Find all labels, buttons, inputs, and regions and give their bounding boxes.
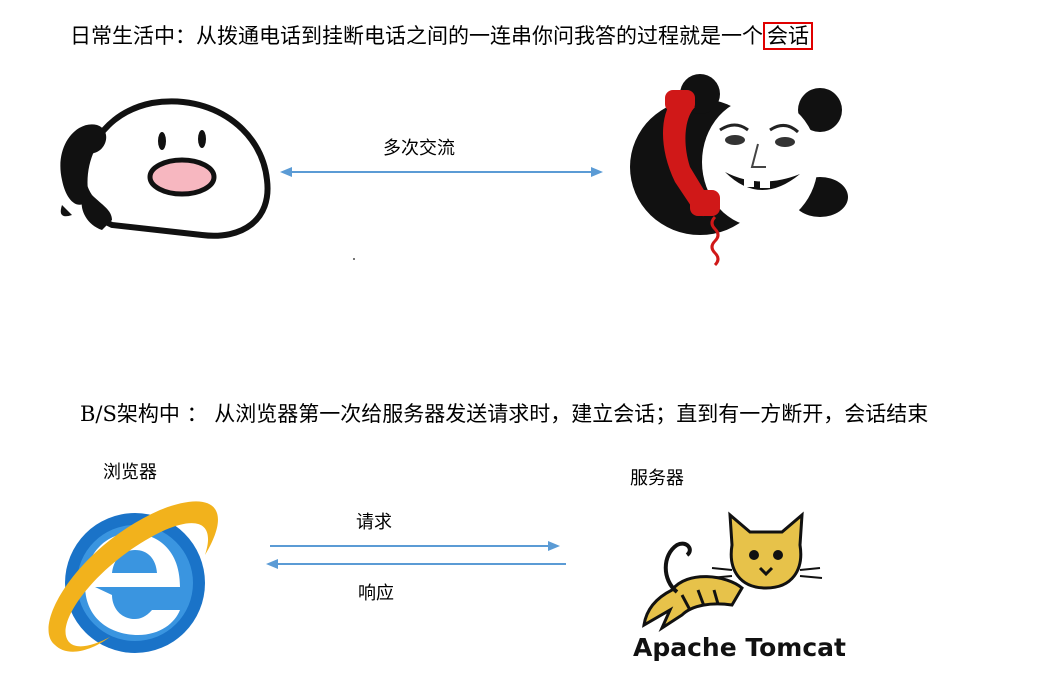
apache-tomcat-icon xyxy=(642,511,823,633)
stray-dot xyxy=(353,258,355,260)
exchange-double-arrow xyxy=(280,167,603,177)
caller-left-icon xyxy=(60,98,271,239)
top-sentence-text: 日常生活中：从拨通电话到挂断电话之间的一连串你问我答的过程就是一个 xyxy=(70,24,763,48)
bottom-sentence: B/S架构中 ： 从浏览器第一次给服务器发送请求时，建立会话；直到有一方断开，会… xyxy=(80,402,929,426)
panda-caller-icon xyxy=(630,74,848,267)
response-arrow xyxy=(266,559,566,569)
request-label: 请求 xyxy=(356,512,392,533)
internet-explorer-icon xyxy=(48,501,218,653)
request-arrow xyxy=(270,541,560,551)
exchange-label: 多次交流 xyxy=(383,138,455,159)
browser-label: 浏览器 xyxy=(103,462,157,483)
top-sentence: 日常生活中：从拨通电话到挂断电话之间的一连串你问我答的过程就是一个会话 xyxy=(70,20,813,50)
session-highlight: 会话 xyxy=(763,22,813,50)
server-label: 服务器 xyxy=(630,468,684,489)
response-label: 响应 xyxy=(358,583,394,604)
tomcat-wordmark: Apache Tomcat xyxy=(633,633,846,662)
